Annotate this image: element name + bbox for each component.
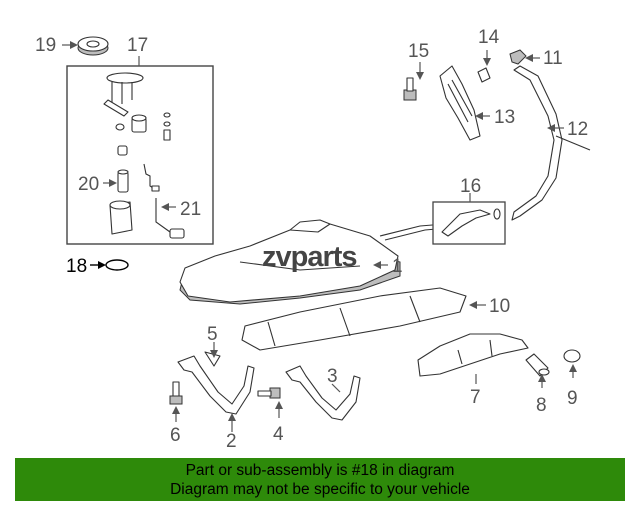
callout-10: 10: [489, 296, 510, 317]
part-11-cap[interactable]: [509, 49, 527, 65]
part-6-bolt[interactable]: [169, 381, 183, 405]
callout-9: 9: [567, 388, 578, 409]
callout-12: 12: [567, 119, 588, 140]
callout-3: 3: [327, 366, 338, 387]
callout-20: 20: [78, 174, 99, 195]
callout-5: 5: [207, 324, 218, 345]
part-19-gasket[interactable]: [77, 36, 109, 56]
callout-18: 18: [66, 256, 87, 277]
callout-17: 17: [127, 35, 148, 56]
part-17-pump-internals[interactable]: [103, 72, 185, 239]
logo-text: zvparts: [262, 241, 357, 273]
callout-15: 15: [408, 41, 429, 62]
part-9-cushion[interactable]: [563, 349, 581, 363]
part-13-bracket[interactable]: [439, 65, 481, 141]
part-8-bushing[interactable]: [525, 353, 550, 377]
part-16-hose[interactable]: [441, 208, 501, 237]
part-15-bolt[interactable]: [403, 77, 417, 101]
callout-11: 11: [543, 48, 563, 69]
hose-box-16: [432, 201, 506, 245]
callout-4: 4: [273, 424, 284, 445]
parts-diagram: zvparts 19 17 20 21 18 15 14 11 13 12 16…: [35, 27, 591, 452]
callout-13: 13: [494, 107, 515, 128]
part-18-o-ring[interactable]: [105, 259, 129, 271]
callout-19: 19: [35, 35, 56, 56]
callout-2: 2: [226, 431, 237, 452]
part-4-bolt[interactable]: [257, 387, 281, 399]
info-banner: Part or sub-assembly is #18 in diagram D…: [15, 458, 625, 501]
part-2-strap[interactable]: [177, 355, 255, 415]
callout-6: 6: [170, 425, 181, 446]
part-12-filler-pipe[interactable]: [511, 65, 591, 221]
brand-logo: zvparts: [262, 241, 358, 273]
part-7-bracket[interactable]: [417, 333, 529, 377]
part-10-protector[interactable]: [241, 287, 467, 351]
callout-7: 7: [470, 387, 481, 408]
part-14-grommet[interactable]: [477, 67, 491, 83]
banner-line-2: Diagram may not be specific to your vehi…: [170, 481, 470, 498]
part-1-fuel-tank[interactable]: [179, 219, 449, 305]
part-3-strap[interactable]: [285, 365, 361, 421]
banner-line-1: Part or sub-assembly is #18 in diagram: [185, 462, 455, 479]
callout-21: 21: [180, 199, 201, 220]
fuel-pump-assembly-box: [66, 65, 214, 245]
callout-8: 8: [536, 395, 547, 416]
callout-14: 14: [478, 27, 500, 48]
callout-16: 16: [460, 176, 481, 197]
callout-1: 1: [392, 256, 403, 277]
